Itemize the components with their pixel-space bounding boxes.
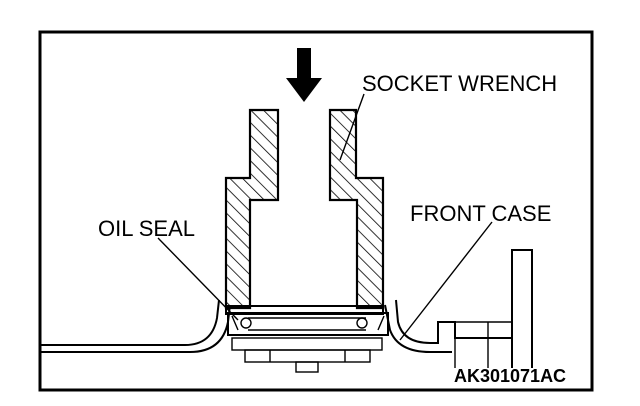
socket-wrench-leader [339, 93, 365, 161]
socket-wrench-wall-left [224, 108, 280, 310]
oil-seal-leader [157, 237, 239, 321]
front-case-label: FRONT CASE [410, 201, 551, 226]
oil-seal [227, 312, 389, 336]
figure-code: AK301071AC [454, 366, 566, 386]
front-case-leader [399, 221, 493, 341]
oil-seal-label: OIL SEAL [98, 216, 195, 241]
garter-spring-left [240, 317, 252, 329]
socket-wrench-label: SOCKET WRENCH [362, 71, 557, 96]
arrow-down-icon [286, 48, 322, 102]
socket-wrench [224, 108, 385, 315]
garter-spring-right [356, 317, 368, 329]
